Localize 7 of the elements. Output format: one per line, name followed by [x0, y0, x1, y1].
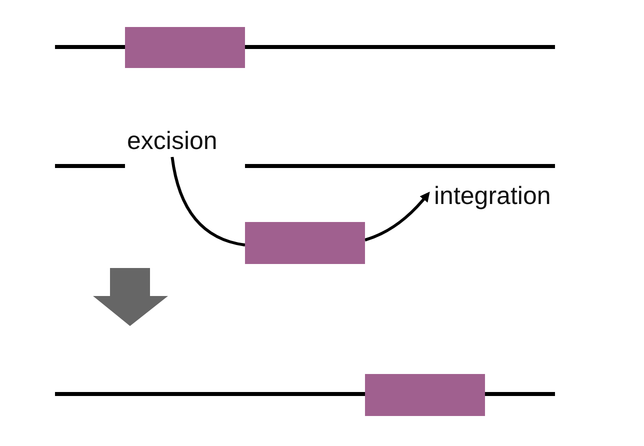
curved-arrow: [364, 192, 430, 242]
step-label: integration: [434, 182, 551, 210]
transposon-bar: [125, 27, 245, 68]
transposon-bar: [245, 222, 365, 264]
transposon-bar: [365, 374, 485, 416]
step-label: excision: [127, 127, 218, 155]
curved-line: [170, 156, 246, 246]
